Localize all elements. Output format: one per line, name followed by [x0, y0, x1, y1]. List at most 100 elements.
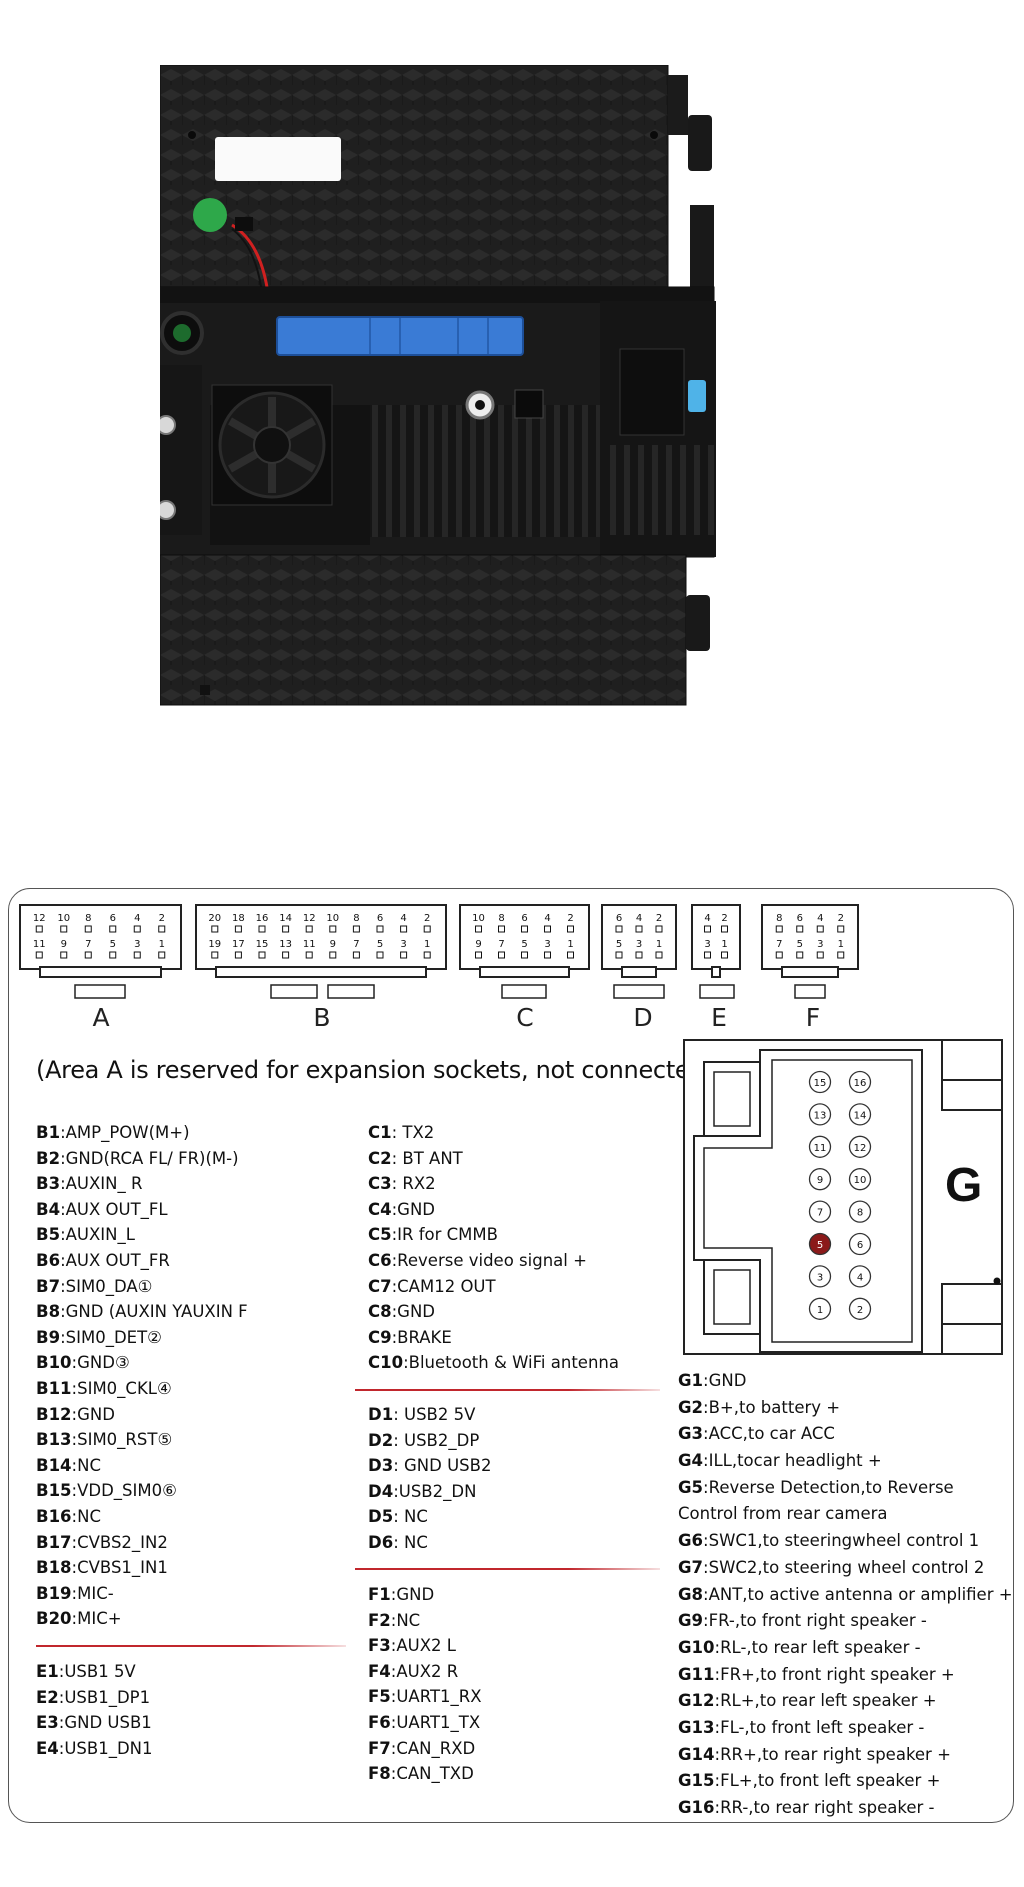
pin-row: G7:SWC2,to steering wheel control 2 [678, 1555, 1013, 1582]
pin-row: B11:SIM0_CKL④ [36, 1376, 248, 1402]
pin-row: F3:AUX2 L [368, 1633, 482, 1659]
b-pin-list: B1:AMP_POW(M+)B2:GND(RCA FL/ FR)(M-)B3:A… [36, 1120, 248, 1632]
g-pin-10 [848, 1168, 872, 1191]
pin-desc: :USB1_DP1 [58, 1687, 151, 1707]
pin-desc: : USB2_DP [393, 1430, 480, 1450]
g-connector-label: G [945, 1159, 982, 1212]
pin-row: G16:RR-,to rear right speaker - [678, 1795, 1013, 1822]
pin-id: G7 [678, 1557, 704, 1577]
green-sticker [193, 198, 227, 232]
g-pin-14 [848, 1103, 872, 1126]
pin-id: B16 [36, 1506, 72, 1526]
pin-row: C7:CAM12 OUT [368, 1274, 619, 1300]
pin-id: C7 [368, 1276, 392, 1296]
pin-row: C10:Bluetooth & WiFi antenna [368, 1350, 619, 1376]
pin-id: B6 [36, 1250, 61, 1270]
g-pin-number: 16 [854, 1078, 867, 1089]
pin-id: C8 [368, 1302, 392, 1322]
g-pin-number: 9 [817, 1175, 823, 1186]
pin-id: C10 [368, 1353, 404, 1373]
g-pin-number: 6 [857, 1240, 863, 1251]
pin-id: B1 [36, 1123, 61, 1142]
blank-label-sticker [215, 137, 341, 181]
pin-desc: :AUX2 R [390, 1661, 459, 1681]
pin-id: G13 [678, 1717, 715, 1737]
bottom-cover [160, 554, 710, 706]
pin-id: C1 [368, 1123, 392, 1142]
pin-desc: :GND③ [71, 1353, 130, 1373]
g-pin-13 [808, 1103, 832, 1126]
separator-df [355, 1568, 660, 1570]
pin-desc: :USB1 5V [58, 1662, 136, 1681]
pin-row: B14:NC [36, 1453, 248, 1479]
pin-row: B19:MIC- [36, 1581, 248, 1607]
pin-id: B12 [36, 1404, 72, 1424]
pin-desc: :FR+,to front right speaker + [714, 1664, 955, 1684]
pin-id: B10 [36, 1353, 72, 1373]
pin-desc: :FL+,to front left speaker + [714, 1771, 941, 1791]
pin-number: 5 [521, 939, 527, 950]
pin-id: C9 [368, 1327, 392, 1347]
pin-row: G10:RL-,to rear left speaker - [678, 1635, 1013, 1662]
pin-row: B4:AUX OUT_FL [36, 1197, 248, 1223]
g-pin-number: 10 [854, 1175, 867, 1186]
pin-desc: :CAM12 OUT [391, 1276, 496, 1296]
pin-number: 19 [208, 939, 221, 950]
pin-number: 4 [134, 913, 140, 924]
pin-desc: :MIC+ [71, 1609, 122, 1629]
g-pin-number: 3 [817, 1272, 823, 1283]
pin-row: B2:GND(RCA FL/ FR)(M-) [36, 1146, 248, 1172]
pin-desc: :SIM0_DA① [60, 1276, 153, 1296]
pin-id: D2 [368, 1430, 394, 1450]
pin-row: B12:GND [36, 1402, 248, 1428]
pin-id: G6 [678, 1531, 704, 1551]
pin-id: G11 [678, 1664, 715, 1684]
pin-number: 5 [797, 939, 803, 950]
pin-row: B10:GND③ [36, 1350, 248, 1376]
pin-row: G3:ACC,to car ACC [678, 1421, 1013, 1448]
pin-number: 2 [567, 913, 573, 924]
pin-row: B8:GND (AUXIN YAUXIN F [36, 1299, 248, 1325]
pin-id: C5 [368, 1225, 392, 1245]
optical-port [514, 389, 544, 419]
pin-row: C4:GND [368, 1197, 619, 1223]
pin-id: B7 [36, 1276, 61, 1296]
pin-number: 2 [838, 913, 844, 924]
pin-desc: :RL+,to rear left speaker + [714, 1691, 937, 1711]
pin-number: 6 [377, 913, 383, 924]
pin-row: E4:USB1_DN1 [36, 1736, 153, 1762]
pin-number: 4 [636, 913, 642, 924]
pin-id: G5 [678, 1477, 704, 1497]
pin-desc: :USB2_DN [393, 1481, 477, 1501]
pin-desc: :ANT,to active antenna or amplifier + [703, 1584, 1013, 1604]
pin-id: F5 [368, 1687, 391, 1707]
pin-desc: :NC [71, 1506, 101, 1526]
pin-desc: :B+,to battery + [703, 1397, 841, 1417]
pin-row: F2:NC [368, 1608, 482, 1634]
fm-antenna-port [160, 500, 176, 520]
g-pin-number: 13 [814, 1110, 827, 1121]
pin-row: C8:GND [368, 1299, 619, 1325]
pin-row: E2:USB1_DP1 [36, 1685, 153, 1711]
pin-row: F8:CAN_TXD [368, 1761, 482, 1787]
pin-desc: :Reverse Detection,to Reverse [703, 1477, 954, 1497]
pin-number: 10 [472, 913, 485, 924]
pin-desc: :GND [391, 1199, 435, 1219]
pin-number: 7 [776, 939, 782, 950]
pin-row: B3:AUXIN_ R [36, 1171, 248, 1197]
pin-desc: :SIM0_RST⑤ [71, 1430, 173, 1450]
pin-id: B3 [36, 1174, 61, 1194]
pin-row: B7:SIM0_DA① [36, 1274, 248, 1300]
g-pin-9 [808, 1168, 832, 1191]
pin-number: 7 [85, 939, 91, 950]
pin-id: G3 [678, 1424, 704, 1444]
pin-desc: :USB1_DN1 [58, 1738, 153, 1758]
connector-label-b: B [313, 1003, 331, 1032]
pin-desc: :GND (AUXIN YAUXIN F [60, 1302, 248, 1322]
pin-row: D1: USB2 5V [368, 1402, 491, 1428]
pin-number: 11 [33, 939, 46, 950]
pin-number: 12 [303, 913, 316, 924]
g-pin-number: 12 [854, 1143, 867, 1154]
